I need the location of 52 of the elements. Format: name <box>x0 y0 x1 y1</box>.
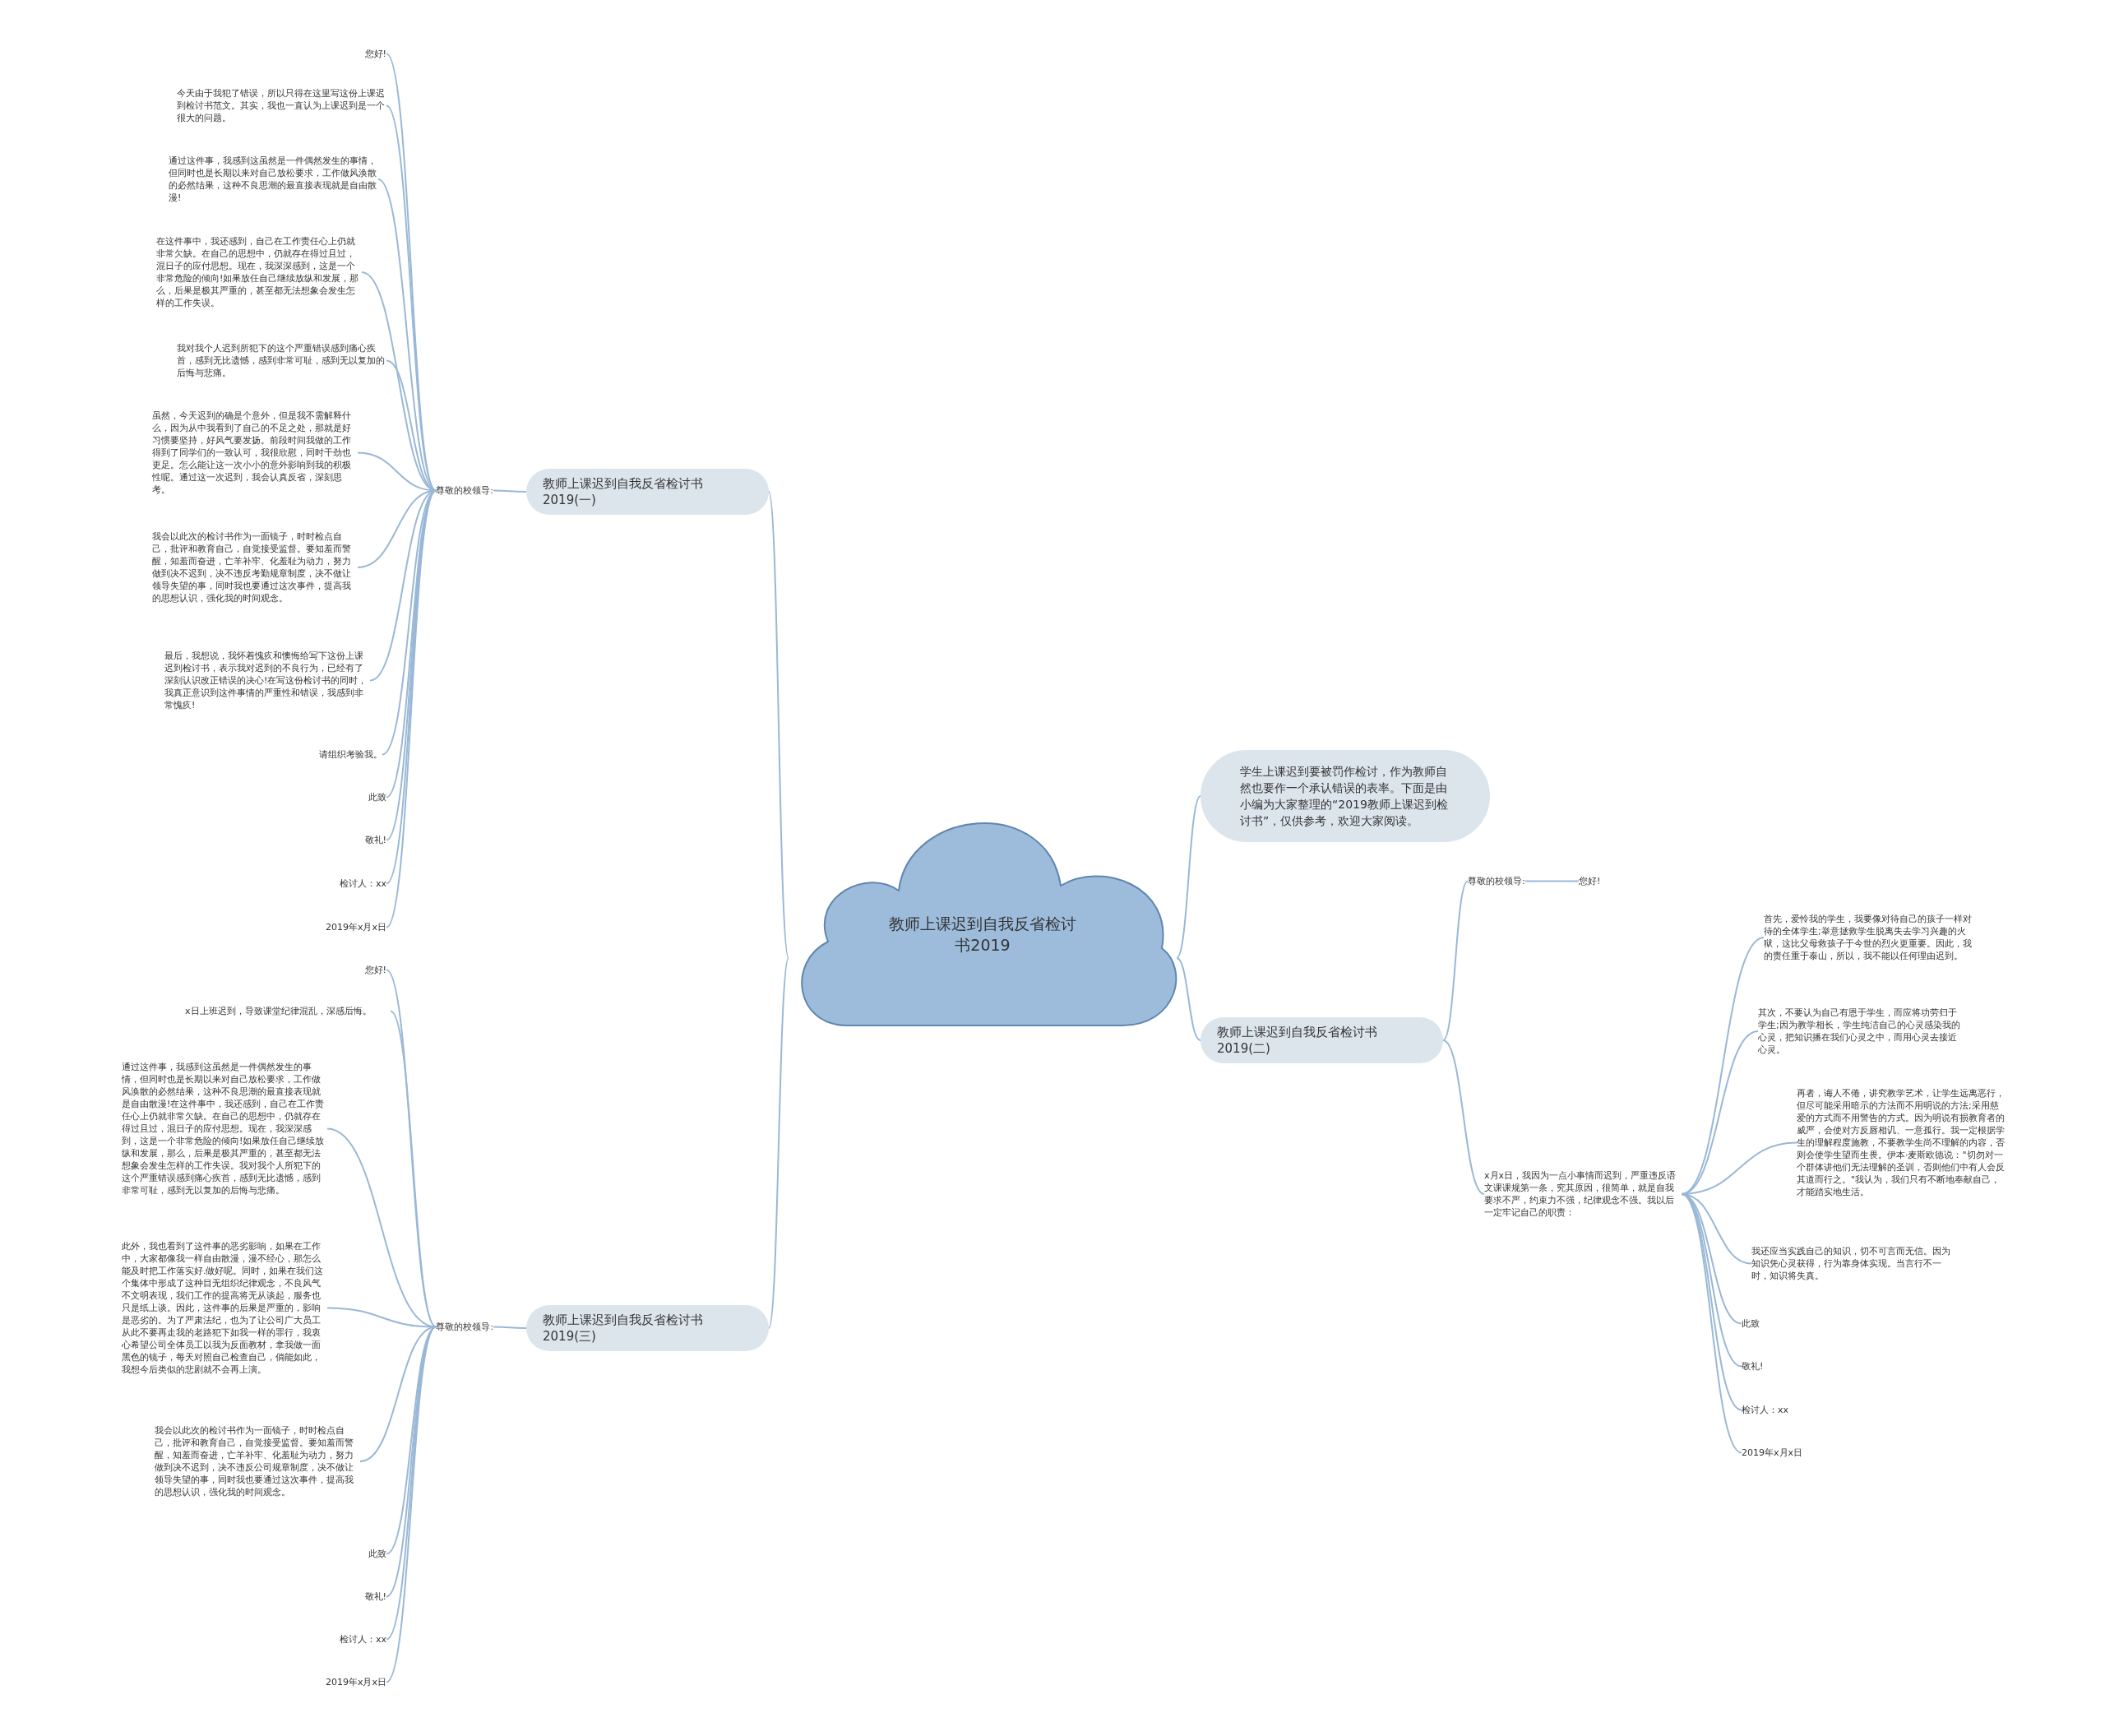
text-note: 2019年x月x日 <box>326 921 386 933</box>
connector-line <box>493 1326 527 1329</box>
connector-line <box>1442 1039 1485 1195</box>
text-note: 首先，爱怜我的学生，我要像对待自己的孩子一样对待的全体学生;举意拯救学生脱离失去学习兴趣的火狱，这比父母救孩子于今世的烈火更重要。因此，我的责任重于泰山，所以，我不能以任何理由迟到。 <box>1764 913 1973 962</box>
text-note: 此致 <box>1742 1317 1760 1330</box>
text-note: x月x日，我因为一点小事情而迟到，严重违反语文课课规第一条，究其原因，很简单，就是自我要求不严，约束力不强，纪律观念不强。我以后一定牢记自己的职责： <box>1484 1169 1682 1219</box>
text-note: 敬礼! <box>1742 1360 1764 1373</box>
text-note: 通过这件事，我感到这虽然是一件偶然发生的事情，但同时也是长期以来对自己放松要求，工作做风涣散的必然结果，这种不良思潮的最直接表现就是自由散漫! <box>169 155 378 204</box>
connector-line <box>1524 880 1580 882</box>
connector-line <box>768 957 789 1329</box>
intro-box: 学生上课迟到要被罚作检讨，作为教师自然也要作一个承认错误的表率。下面是由小编为大家整理的“2019教师上课迟到检讨书”，仅供参考，欢迎大家阅读。 <box>1201 750 1490 842</box>
connector-line <box>326 1307 437 1328</box>
text-note: 最后，我想说，我怀着愧疚和懊悔给写下这份上课迟到检讨书，表示我对迟到的不良行为，已经有了深刻认识改正错误的决心!在写这份检讨书的同时，我真正意识到这件事情的严重性和错误，我感到非常愧疚! <box>164 650 370 711</box>
text-note: 今天由于我犯了错误，所以只得在这里写这份上课迟到检讨书范文。其实，我也一直认为上课迟到是一个很大的问题。 <box>177 87 386 124</box>
connector-line <box>1176 795 1201 959</box>
topic-title: 教师上课迟到自我反省检讨书2019 <box>889 914 1076 954</box>
salutation-text: 尊敬的校领导: <box>436 484 493 497</box>
connector-line <box>493 489 527 493</box>
text-note: 我还应当实践自己的知识，切不可言而无信。因为知识凭心灵获得，行为靠身体实现。当言行不一时，知识将失真。 <box>1751 1245 1957 1282</box>
text-note: 其次，不要认为自己有恩于学生，而应将功劳归于学生;因为教学相长，学生纯洁自己的心灵感染我的心灵，把知识播在我们心灵之中，而用心灵去接近心灵。 <box>1758 1007 1964 1056</box>
salutation-text: 尊敬的校领导: <box>1468 875 1525 887</box>
text-note: 此外，我也看到了这件事的恶劣影响，如果在工作中，大家都像我一样自由散漫，漫不经心，那怎么能及时把工作落实好.做好呢。同时，如果在我们这个集体中形成了这种目无组织纪律观念，不良风气不文明表现，我们工作的提高将无从谈起，服务也只是纸上谈。因此，这件事的后果是严重的，影响是恶劣的。为了严肃法纪，也为了让公司广大员工从此不要再走我的老路犯下如我一样的罪行，我衷心希望公司全体员工以我为反面教材，拿我做一面黑色的镜子，每天对照自己检查自己，倘能如此，我想今后类似的悲剧就不会再上演。 <box>122 1240 327 1376</box>
topic-box: 教师上课迟到自我反省检讨书2019(二) <box>1201 1017 1443 1063</box>
topic-box: 教师上课迟到自我反省检讨书2019(一) <box>526 469 769 515</box>
text-note: 我会以此次的检讨书作为一面镜子，时时检点自己，批评和教育自己，自觉接受监督。要知羞而警醒，知羞而奋进，亡羊补牢、化羞耻为动力，努力做到决不迟到，决不违反考勤规章制度，决不做让领导失望的事，同时我也要通过这次事件，提高我的思想认识，强化我的时间观念。 <box>152 530 358 604</box>
connector-line <box>1681 1193 1742 1368</box>
text-note: 您好! <box>364 48 386 60</box>
connector-line <box>768 491 789 959</box>
text-note: 请组织考验我。 <box>319 748 382 761</box>
topic-box: 教师上课迟到自我反省检讨书2019(三) <box>526 1305 769 1351</box>
text-note: 敬礼! <box>364 834 386 846</box>
text-note: 在这件事中，我还感到，自己在工作责任心上仍就非常欠缺。在自己的思想中，仍就存在得过且过，混日子的应付思想。现在，我深深感到，这是一个非常危险的倾向!如果放任自己继续放纵和发展，那么，后果是极其严重的，甚至都无法想象会发生怎样的工作失误。 <box>156 235 362 309</box>
text-note: 检讨人：xx <box>1742 1404 1789 1416</box>
text-note: x日上班迟到，导致课堂纪律混乱，深感后悔。 <box>185 1005 391 1017</box>
text-note: 敬礼! <box>364 1590 386 1603</box>
text-note: 2019年x月x日 <box>326 1676 386 1688</box>
text-note: 我对我个人迟到所犯下的这个严重错误感到痛心疾首，感到无比遗憾，感到非常可耻，感到无以复加的后悔与悲痛。 <box>177 342 386 379</box>
text-note: 此致 <box>368 1548 386 1560</box>
text-note: 通过这件事，我感到这虽然是一件偶然发生的事情，但同时也是长期以来对自己放松要求，工作做风涣散的必然结果，这种不良思潮的最直接表现就是自由散漫!在这件事中，我还感到，自己在工作责任心上仍就非常欠缺。在自己的思想中，仍就存在得过且过，混日子的应付思想。现在，我深深感到，这是一个非常危险的倾向!如果放任自己继续放纵和发展，那么，后果是极其严重的，甚至都无法想象会发生怎样的工作失误。我对我个人所犯下的这个严重错误感到痛心疾首，感到无比遗憾，感到非常可耻，感到无以复加的后悔与悲痛。 <box>122 1061 327 1197</box>
text-note: 您好! <box>1579 875 1601 887</box>
connector-line <box>1681 1193 1742 1454</box>
text-note: 此致 <box>368 791 386 803</box>
text-note: 再者，诲人不倦，讲究教学艺术，让学生远离恶行，但尽可能采用暗示的方法而不用明说的方法;采用慈爱的方式而不用警告的方式。因为明说有损教育者的威严，会使对方反唇相讥、一意孤行。我一定根据学生的理解程度施教，不要教学生尚不理解的内容，否则会使学生望而生畏。伊本·麦斯欧德说："切勿对一个群体讲他们无法理解的圣训，否则他们中有人会反其道而行之。"我认为，我们只有不断地奉献自己，才能踏实地生活。 <box>1797 1087 2006 1198</box>
text-note: 我会以此次的检讨书作为一面镜子，时时检点自己，批评和教育自己，自觉接受监督。要知羞而警醒，知羞而奋进，亡羊补牢、化羞耻为动力，努力做到决不迟到，决不违反公司规章制度，决不做让领导失望的事，同时我也要通过这次事件，提高我的思想认识，强化我的时间观念。 <box>155 1424 360 1498</box>
text-note: 检讨人：xx <box>339 1633 386 1646</box>
text-note: 虽然，今天迟到的确是个意外，但是我不需解释什么，因为从中我看到了自己的不足之处，那就是好习惯要坚持，好风气要发扬。前段时间我做的工作得到了同学们的一致认可，我很欣慰，同时干劲也更足。怎么能让这一次小小的意外影响到我的积极性呢。通过这一次迟到，我会认真反省，深刻思考。 <box>152 410 358 496</box>
text-note: 检讨人：xx <box>339 877 386 890</box>
text-note: 您好! <box>364 964 386 976</box>
text-note: 2019年x月x日 <box>1742 1447 1802 1459</box>
connector-line <box>1176 957 1201 1041</box>
salutation-text: 尊敬的校领导: <box>436 1321 493 1333</box>
connector-line <box>1442 880 1469 1041</box>
